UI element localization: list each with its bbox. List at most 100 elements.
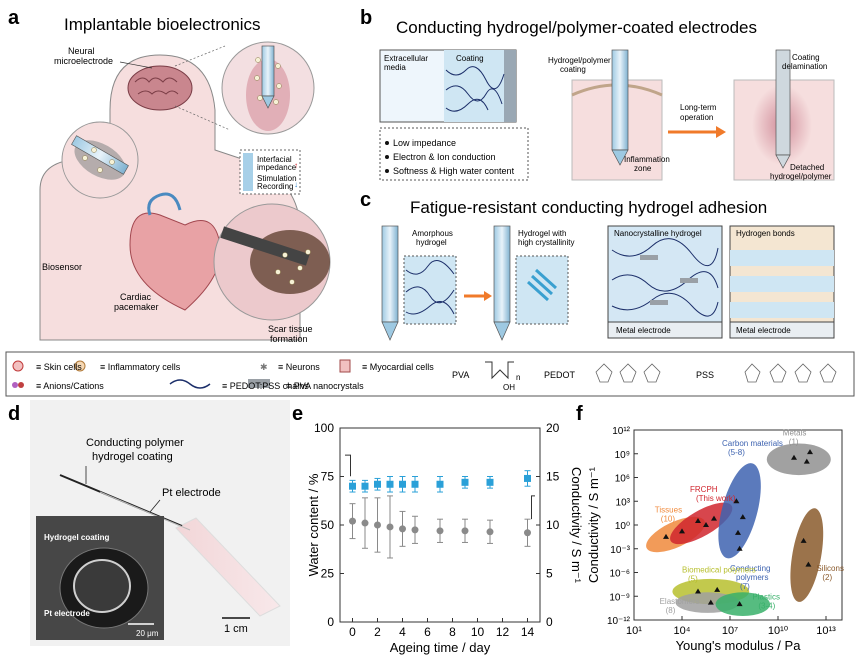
label-inset-scale: 20 μm: [136, 629, 159, 638]
pss-structure: [744, 363, 837, 383]
chart-e-ytick-left-label: 50: [321, 518, 335, 532]
bullet-2: Softness & High water content: [393, 166, 515, 176]
chart-e-ytick-right-label: 10: [546, 518, 560, 532]
label-oh: OH: [503, 383, 515, 392]
chart-f-count-4: (2): [822, 573, 832, 582]
chart-f-region-2: [718, 463, 761, 559]
panel-b-title: Conducting hydrogel/polymer-coated elect…: [396, 18, 757, 37]
bullet-dot: [385, 169, 389, 173]
label-pt: Pt electrode: [162, 487, 221, 499]
chart-e-point-water: [349, 482, 356, 490]
legend-item-0: ≡ Skin cells: [36, 362, 82, 372]
label-hbond: Hydrogen bonds: [736, 229, 795, 238]
chart-f-marker: [736, 545, 743, 551]
panel-a-letter: a: [8, 7, 20, 29]
chart-e-point-water: [411, 480, 419, 488]
chart-f-ytick-label: 10⁻⁹: [609, 592, 630, 603]
pedot-structure: [595, 363, 661, 383]
chart-e-xtick-label: 8: [449, 625, 456, 639]
bullet-dot: [385, 141, 389, 145]
label-infl2: zone: [634, 164, 652, 173]
label-longterm2: operation: [680, 113, 713, 122]
chart-f-ytick-label: 10⁻⁶: [609, 569, 630, 580]
chart-e-point-conductivity: [386, 523, 394, 531]
chart-f-marker: [733, 498, 740, 504]
chart-e-ytick-right-label: 15: [546, 470, 560, 484]
label-cardiac: Cardiac: [120, 292, 152, 302]
legend-item-1: ≡ Inflammatory cells: [100, 362, 181, 372]
chart-f-label-0: Tissues: [655, 505, 682, 514]
chart-e-point-conductivity: [461, 527, 469, 535]
bullet-1: Electron & Ion conduction: [393, 152, 496, 162]
chart-f-region-8: [715, 592, 770, 617]
label-recording: Recording: [257, 182, 293, 191]
chart-f-marker: [695, 518, 701, 524]
chart-e-xtick-label: 2: [374, 625, 381, 639]
chart-f-xtick-label: 10¹³: [816, 625, 836, 637]
chart-e-arrow-left: [345, 454, 351, 477]
label-coating: Coating: [456, 54, 484, 63]
chart-f-marker: [707, 599, 714, 605]
label-hc1: Hydrogel with: [518, 229, 566, 238]
label-inset-coating: Hydrogel coating: [44, 533, 109, 542]
chart-e-point-water: [436, 480, 444, 488]
chart-f-label-5: Conducting: [730, 564, 770, 573]
label-pss: PSS: [696, 370, 714, 380]
bullet-0: Low impedance: [393, 138, 456, 148]
legend-item-3: ≡ Myocardial cells: [362, 362, 434, 372]
chart-e-point-water: [361, 482, 369, 490]
label-deloc2: delamination: [782, 62, 827, 71]
label-scar: Scar tissue: [268, 324, 313, 334]
panel-b-letter: b: [360, 7, 372, 29]
chart-f-label-2: Carbon materials: [722, 439, 783, 448]
chart-e-ytick-right-label: 20: [546, 421, 560, 435]
chart-f-ylabel: Conductivity / S m⁻¹: [586, 466, 601, 583]
label-neural: Neural: [68, 46, 95, 56]
chart-f-ytick-label: 10⁶: [615, 474, 630, 485]
chart-f-ytick-label: 10⁻¹²: [607, 616, 631, 627]
chart-f-extra-5: (7): [740, 582, 750, 591]
label-n: n: [516, 373, 520, 382]
chart-e-point-water: [386, 480, 394, 488]
label-neural2: microelectrode: [54, 56, 113, 66]
svg-text:✱: ✱: [260, 362, 268, 372]
panel-e-letter: e: [292, 403, 303, 425]
chart-f-count-3: (1): [789, 438, 799, 447]
arrow-icon: [484, 291, 492, 301]
chart-f-ytick-label: 10³: [616, 497, 631, 508]
chart-e-ytick-left-label: 25: [321, 567, 335, 581]
chart-f-count-7: (8): [666, 606, 676, 615]
chart-f-marker: [791, 454, 797, 460]
label-scale: 1 cm: [224, 623, 248, 635]
label-det2: hydrogel/polymer: [770, 172, 832, 181]
chart-f-region-1: [670, 502, 733, 545]
label-hc2: high crystallinity: [518, 238, 574, 247]
panel-c-letter: c: [360, 189, 371, 211]
chart-e-xtick-label: 12: [496, 625, 510, 639]
chart-e-ytick-left-label: 100: [314, 421, 334, 435]
chart-f-count-5: polymers: [736, 573, 768, 582]
chart-f-label-4: Silicons: [816, 564, 844, 573]
chart-e-ytick-right-label: 0: [546, 615, 553, 629]
pt-wire: [175, 517, 281, 617]
chart-f-marker: [800, 537, 807, 543]
down-arrow-icon: ↓: [294, 180, 298, 189]
chart-f-ytick-label: 10⁰: [615, 521, 630, 532]
chart-f-marker: [803, 458, 810, 464]
label-pedot: PEDOT: [544, 370, 576, 380]
chart-f-marker: [736, 601, 743, 607]
chart-e-ylabel-left: Water content / %: [306, 473, 321, 576]
label-metal2: Metal electrode: [736, 326, 791, 335]
chart-f-count-6: (5): [688, 575, 698, 584]
chart-f-count-1: (This work): [696, 494, 736, 503]
label-deloc1: Coating: [792, 53, 820, 62]
legend-box: [5, 351, 855, 397]
chart-f-region-4: [790, 508, 824, 602]
chart-e-point-water: [399, 480, 406, 488]
label-formation: formation: [270, 334, 308, 344]
chart-e-ytick-left-label: 0: [327, 615, 334, 629]
label-stimulation: Stimulation: [257, 174, 297, 183]
